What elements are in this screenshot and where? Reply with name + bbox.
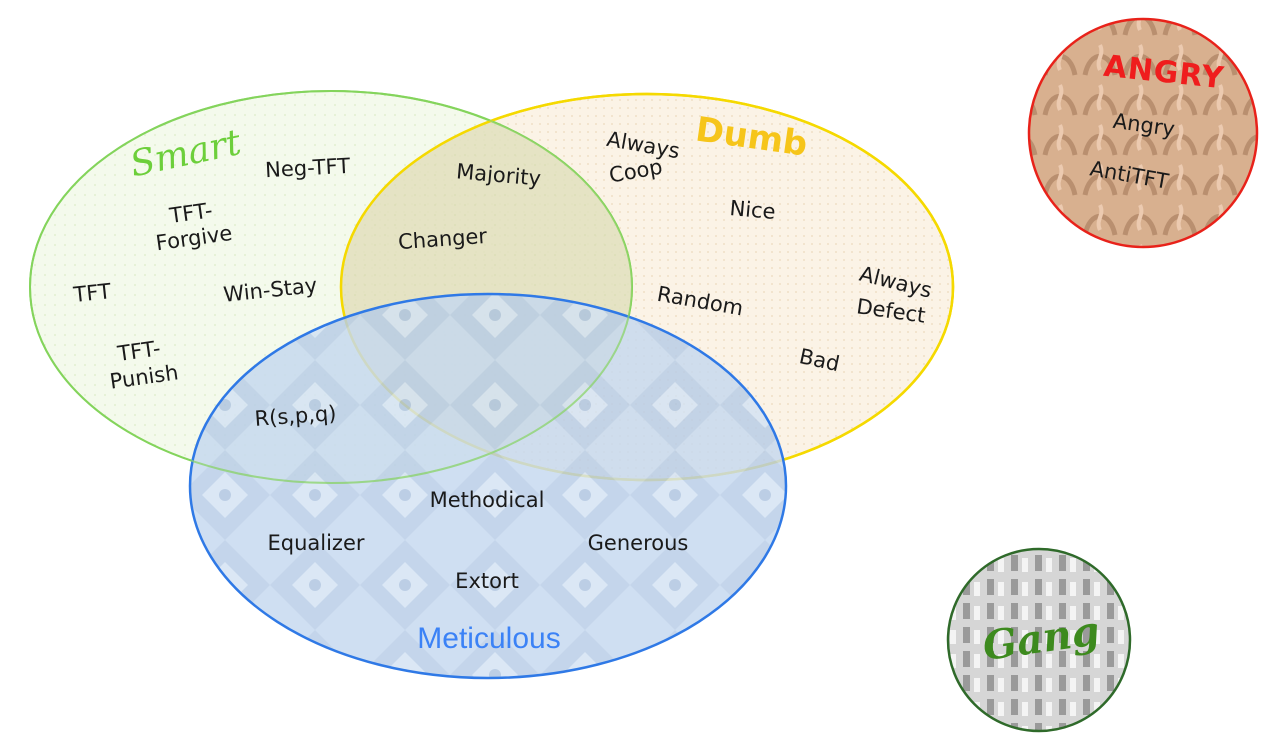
strategy-nice: Nice: [729, 196, 777, 224]
smart-set-outline: [29, 90, 633, 484]
gang-set-circle: [946, 547, 1132, 733]
meticulous-set-ellipse: [188, 292, 788, 680]
strategy-equalizer: Equalizer: [267, 531, 364, 555]
strategy-rspq: R(s,p,q): [254, 401, 337, 431]
strategy-methodical: Methodical: [430, 488, 545, 512]
strategy-tft: TFT: [71, 279, 112, 307]
meticulous-set-title: Meticulous: [417, 622, 560, 655]
strategy-neg-tft: Neg-TFT: [265, 154, 351, 182]
angry-set-circle: [1027, 17, 1259, 249]
strategy-extort: Extort: [455, 569, 519, 593]
strategy-generous: Generous: [588, 531, 689, 555]
